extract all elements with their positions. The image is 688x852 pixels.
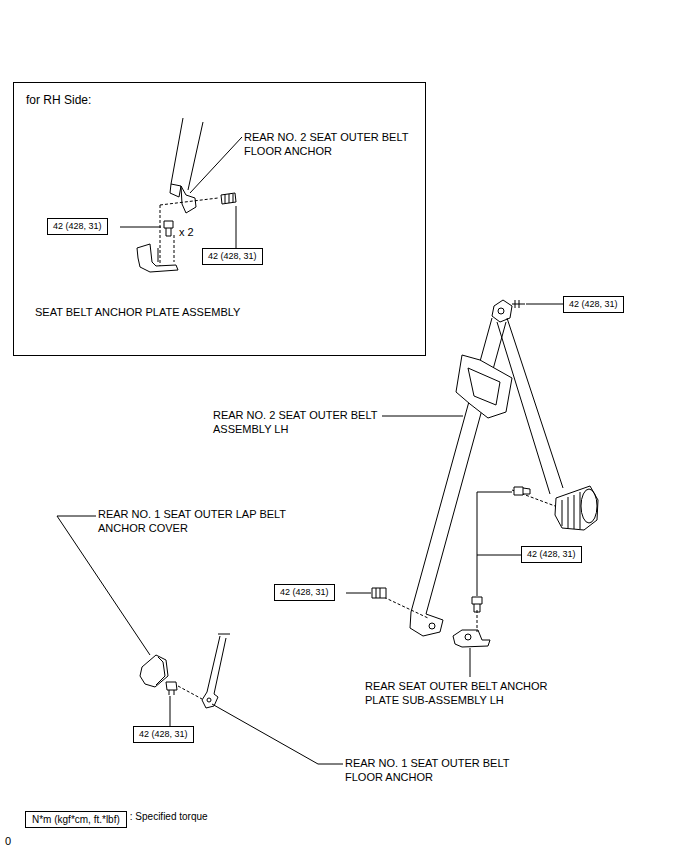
- torque-value: 42 (428, 31): [139, 729, 188, 739]
- part-name: REAR SEAT OUTER BELT ANCHOR PLATE SUB-AS…: [365, 679, 580, 707]
- unit-box: N*m (kgf*cm, ft.*lbf): [25, 811, 127, 828]
- part-name: REAR NO. 2 SEAT OUTER BELT ASSEMBLY LH: [213, 408, 378, 436]
- torque-value: 42 (428, 31): [208, 251, 257, 261]
- torque-value: 42 (428, 31): [53, 221, 102, 231]
- torque-box: 42 (428, 31): [202, 248, 263, 265]
- page-mark: 0: [5, 834, 11, 848]
- part-name: SEAT BELT ANCHOR PLATE ASSEMBLY: [35, 305, 240, 319]
- torque-box: 42 (428, 31): [521, 546, 582, 563]
- quantity-note: x 2: [179, 225, 194, 239]
- torque-box: 42 (428, 31): [47, 218, 108, 235]
- torque-box: 42 (428, 31): [274, 584, 335, 601]
- legend-text: : Specified torque: [130, 811, 208, 822]
- torque-box: 42 (428, 31): [563, 296, 624, 313]
- torque-value: 42 (428, 31): [280, 587, 329, 597]
- panel-heading: for RH Side:: [26, 93, 91, 107]
- torque-box: 42 (428, 31): [133, 726, 194, 743]
- legend-key: N*m (kgf*cm, ft.*lbf): Specified torque: [25, 809, 208, 828]
- part-name: REAR NO. 1 SEAT OUTER LAP BELT ANCHOR CO…: [98, 507, 288, 535]
- torque-value: 42 (428, 31): [569, 299, 618, 309]
- part-name: REAR NO. 1 SEAT OUTER BELT FLOOR ANCHOR: [345, 756, 510, 784]
- torque-value: 42 (428, 31): [527, 549, 576, 559]
- part-name: REAR NO. 2 SEAT OUTER BELT FLOOR ANCHOR: [244, 130, 409, 158]
